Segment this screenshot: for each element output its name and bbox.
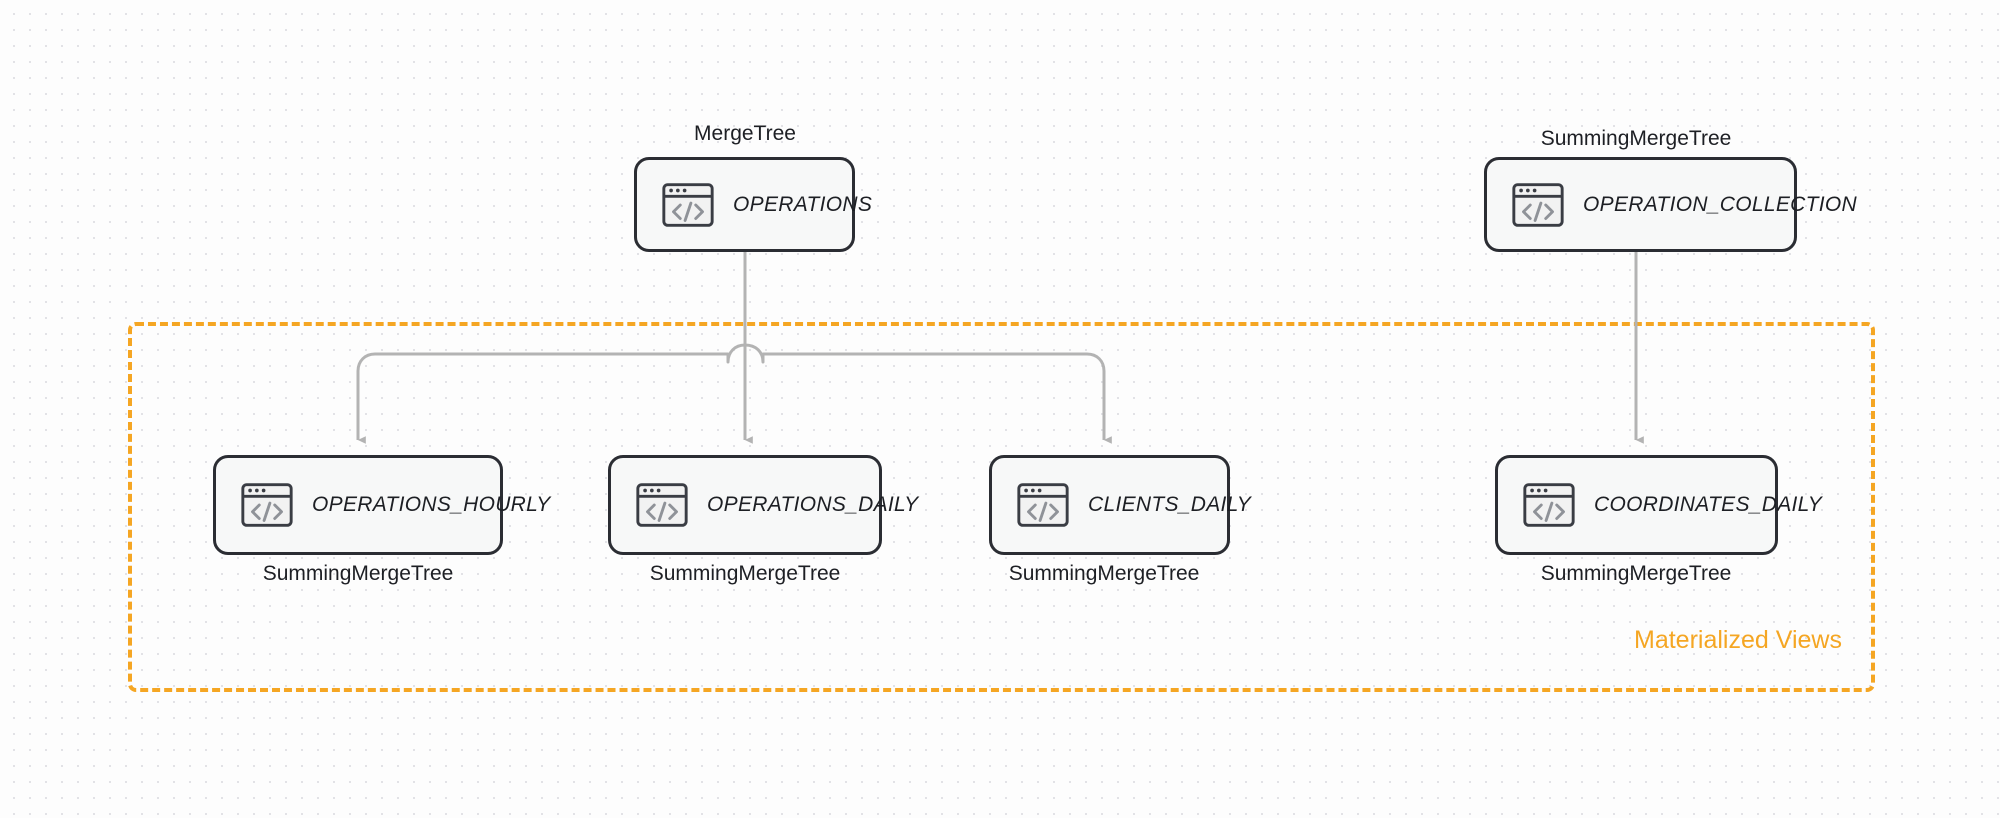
caption-operations-daily-engine: SummingMergeTree <box>649 562 841 585</box>
caption-operations-engine: MergeTree <box>694 122 796 145</box>
code-window-icon <box>241 483 293 527</box>
node-coordinates-daily[interactable]: COORDINATES_DAILY <box>1495 455 1822 555</box>
node-clients-daily[interactable]: CLIENTS_DAILY <box>989 455 1251 555</box>
node-operations-hourly-title: OPERATIONS_HOURLY <box>312 493 551 516</box>
node-coordinates-daily-title: COORDINATES_DAILY <box>1594 493 1822 516</box>
node-operations[interactable]: OPERATIONS <box>634 157 872 252</box>
caption-coordinates-daily-engine: SummingMergeTree <box>1540 562 1732 585</box>
code-window-icon <box>1512 182 1564 227</box>
code-window-icon <box>636 483 688 527</box>
node-operations-title: OPERATIONS <box>733 192 873 216</box>
code-window-icon <box>662 182 714 227</box>
caption-operation-collection-engine: SummingMergeTree <box>1540 127 1732 150</box>
node-operations-daily[interactable]: OPERATIONS_DAILY <box>608 455 918 555</box>
code-window-icon <box>1523 483 1575 527</box>
caption-operations-hourly-engine: SummingMergeTree <box>262 562 454 585</box>
node-operation-collection-title: OPERATION_COLLECTION <box>1583 192 1857 216</box>
code-window-icon <box>1017 483 1069 527</box>
node-operation-collection[interactable]: OPERATION_COLLECTION <box>1484 157 1857 252</box>
node-operations-daily-title: OPERATIONS_DAILY <box>707 493 919 516</box>
materialized-views-group <box>128 322 1875 692</box>
node-clients-daily-title: CLIENTS_DAILY <box>1088 493 1252 516</box>
caption-clients-daily-engine: SummingMergeTree <box>1008 562 1200 585</box>
node-operations-hourly[interactable]: OPERATIONS_HOURLY <box>213 455 550 555</box>
materialized-views-group-label: Materialized Views <box>1634 626 1842 654</box>
